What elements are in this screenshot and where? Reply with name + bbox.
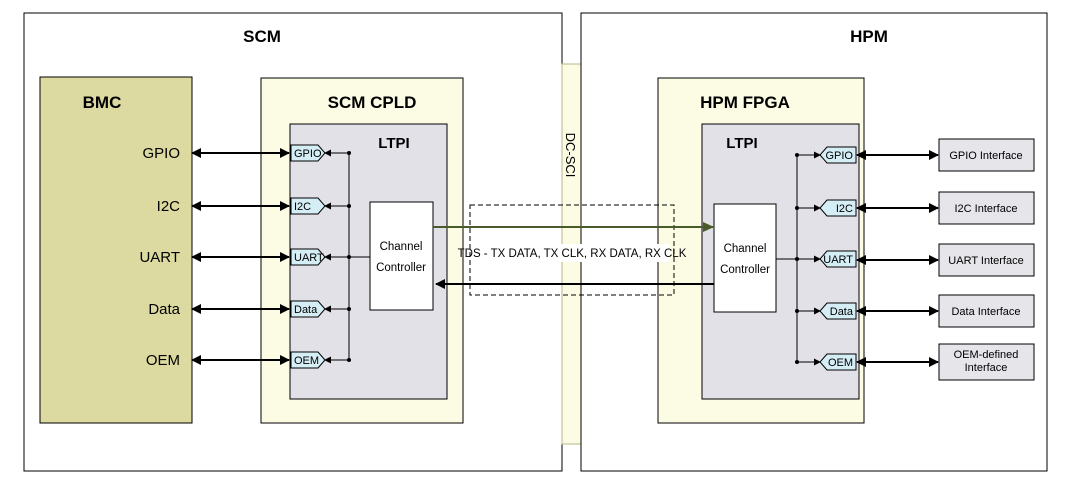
- hpm-port-data-label: Data: [830, 306, 854, 318]
- link-dashed-box: [469, 204, 675, 296]
- scm-port-oem: [290, 351, 326, 369]
- interface-gpio-label: GPIO Interface: [949, 150, 1022, 162]
- scm-cpld-title: SCM CPLD: [328, 93, 417, 112]
- interface-uart-label: UART Interface: [948, 255, 1023, 267]
- hpm-ltpi-title: LTPI: [726, 135, 757, 152]
- interface-uart-box: [938, 243, 1035, 277]
- interface-data-label: Data Interface: [951, 306, 1020, 318]
- hpm-port-oem-label: OEM: [828, 357, 853, 369]
- scm-port-gpio: [290, 144, 326, 162]
- hpm-port-i2c: [819, 199, 857, 217]
- bmc-signal-uart: UART: [139, 249, 180, 266]
- hpm-controller-line2: Controller: [720, 264, 770, 276]
- bmc-signal-oem: OEM: [146, 352, 180, 369]
- hpm-port-i2c-label: I2C: [836, 203, 853, 215]
- interface-oem-defined-label: OEM-defined: [954, 349, 1019, 361]
- scm-controller-line1: Channel: [380, 241, 423, 253]
- link-label: TDS - TX DATA, TX CLK, RX DATA, RX CLK: [458, 248, 687, 260]
- scm-ltpi-title: LTPI: [378, 135, 409, 152]
- scm-port-i2c: [290, 197, 326, 215]
- hpm-port-gpio: [819, 146, 857, 164]
- interface-i2c-box: [938, 191, 1035, 225]
- bmc-title: BMC: [83, 93, 122, 112]
- hpm-title: HPM: [850, 27, 888, 46]
- scm-port-oem-label: OEM: [294, 355, 319, 367]
- scm-port-gpio-label: GPIO: [294, 148, 322, 160]
- hpm-controller-line1: Channel: [724, 243, 767, 255]
- bmc-signal-i2c: I2C: [157, 198, 181, 215]
- scm-controller-line2: Controller: [376, 262, 426, 274]
- scm-port-data-label: Data: [294, 304, 318, 316]
- bmc-signal-data: Data: [148, 301, 180, 318]
- scm-port-uart-label: UART: [294, 252, 324, 264]
- interface-oem-defined-label: Interface: [965, 362, 1008, 374]
- hpm-port-oem: [819, 353, 857, 371]
- hpm-channel-controller: [713, 203, 777, 313]
- scm-port-uart: [290, 248, 326, 266]
- interface-i2c-label: I2C Interface: [955, 203, 1018, 215]
- bmc-signal-gpio: GPIO: [142, 145, 180, 162]
- scm-channel-controller: [369, 201, 434, 311]
- scm-port-data: [290, 300, 326, 318]
- hpm-port-uart-label: UART: [823, 254, 853, 266]
- link-label-bg: [474, 244, 670, 262]
- hpm-port-data: [819, 302, 857, 320]
- hpm-port-gpio-label: GPIO: [825, 150, 853, 162]
- scm-port-i2c-label: I2C: [294, 201, 311, 213]
- interface-data-box: [938, 294, 1035, 328]
- bmc-block: [39, 76, 193, 424]
- interface-gpio-box: [938, 138, 1035, 172]
- interface-oem-defined-box: [938, 343, 1035, 381]
- hpm-fpga-title: HPM FPGA: [700, 93, 790, 112]
- scm-title: SCM: [243, 27, 281, 46]
- dc-sci-label: DC-SCI: [563, 133, 578, 178]
